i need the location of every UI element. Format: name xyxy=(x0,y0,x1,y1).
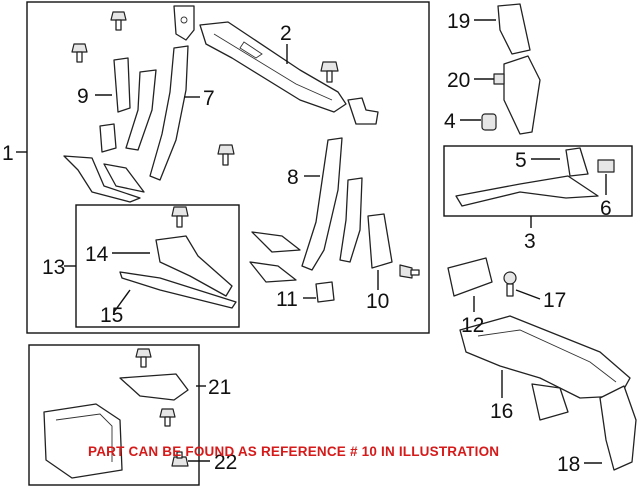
callout-14: 14 xyxy=(85,243,109,266)
callout-5: 5 xyxy=(515,149,527,172)
callout-12: 12 xyxy=(461,314,484,337)
part-10-bracket xyxy=(367,213,393,269)
part-20-deflector xyxy=(493,55,541,135)
callout-9: 9 xyxy=(77,85,89,108)
callout-8: 8 xyxy=(287,166,299,189)
callout-4: 4 xyxy=(444,110,456,133)
parts-14-15-crossmember xyxy=(119,235,237,309)
callout-20: 20 xyxy=(447,69,470,92)
callout-16: 16 xyxy=(490,400,513,423)
callout-15: 15 xyxy=(100,304,123,327)
callout-6: 6 xyxy=(600,197,612,220)
callout-19: 19 xyxy=(447,10,470,33)
group-box-21 xyxy=(28,344,200,486)
part-2-upper-support xyxy=(173,5,379,125)
part-19-bracket xyxy=(497,3,531,55)
callout-3: 3 xyxy=(524,230,536,253)
part-3-support-brace xyxy=(455,147,615,207)
callout-18: 18 xyxy=(557,453,580,476)
callout-17: 17 xyxy=(543,289,566,312)
reference-notice: PART CAN BE FOUND AS REFERENCE # 10 IN I… xyxy=(88,444,500,459)
callout-1: 1 xyxy=(2,142,14,165)
part-17-clip xyxy=(503,271,517,297)
part-7-side-support xyxy=(63,45,189,203)
part-8-side-support xyxy=(249,137,363,283)
group-box-1 xyxy=(26,1,430,334)
part-21-sensor-bracket xyxy=(43,373,189,479)
callout-21: 21 xyxy=(208,376,231,399)
callout-10: 10 xyxy=(366,290,389,313)
part-12-bracket xyxy=(447,257,493,297)
callout-13: 13 xyxy=(42,256,65,279)
callout-11: 11 xyxy=(276,288,298,311)
part-11-bracket xyxy=(315,281,335,303)
callout-22: 22 xyxy=(214,451,237,474)
part-16-lower-tie-bar xyxy=(459,315,631,421)
leader-lines xyxy=(16,19,607,464)
callout-numbers: 1 2 9 7 8 14 13 15 11 10 19 20 4 5 6 3 1… xyxy=(2,10,612,476)
callout-7: 7 xyxy=(203,87,215,110)
callout-2: 2 xyxy=(280,22,292,45)
part-4-grommet xyxy=(481,113,497,131)
part-18-bracket xyxy=(599,385,637,471)
part-9-bracket xyxy=(113,57,131,113)
group-box-3 xyxy=(443,145,633,217)
